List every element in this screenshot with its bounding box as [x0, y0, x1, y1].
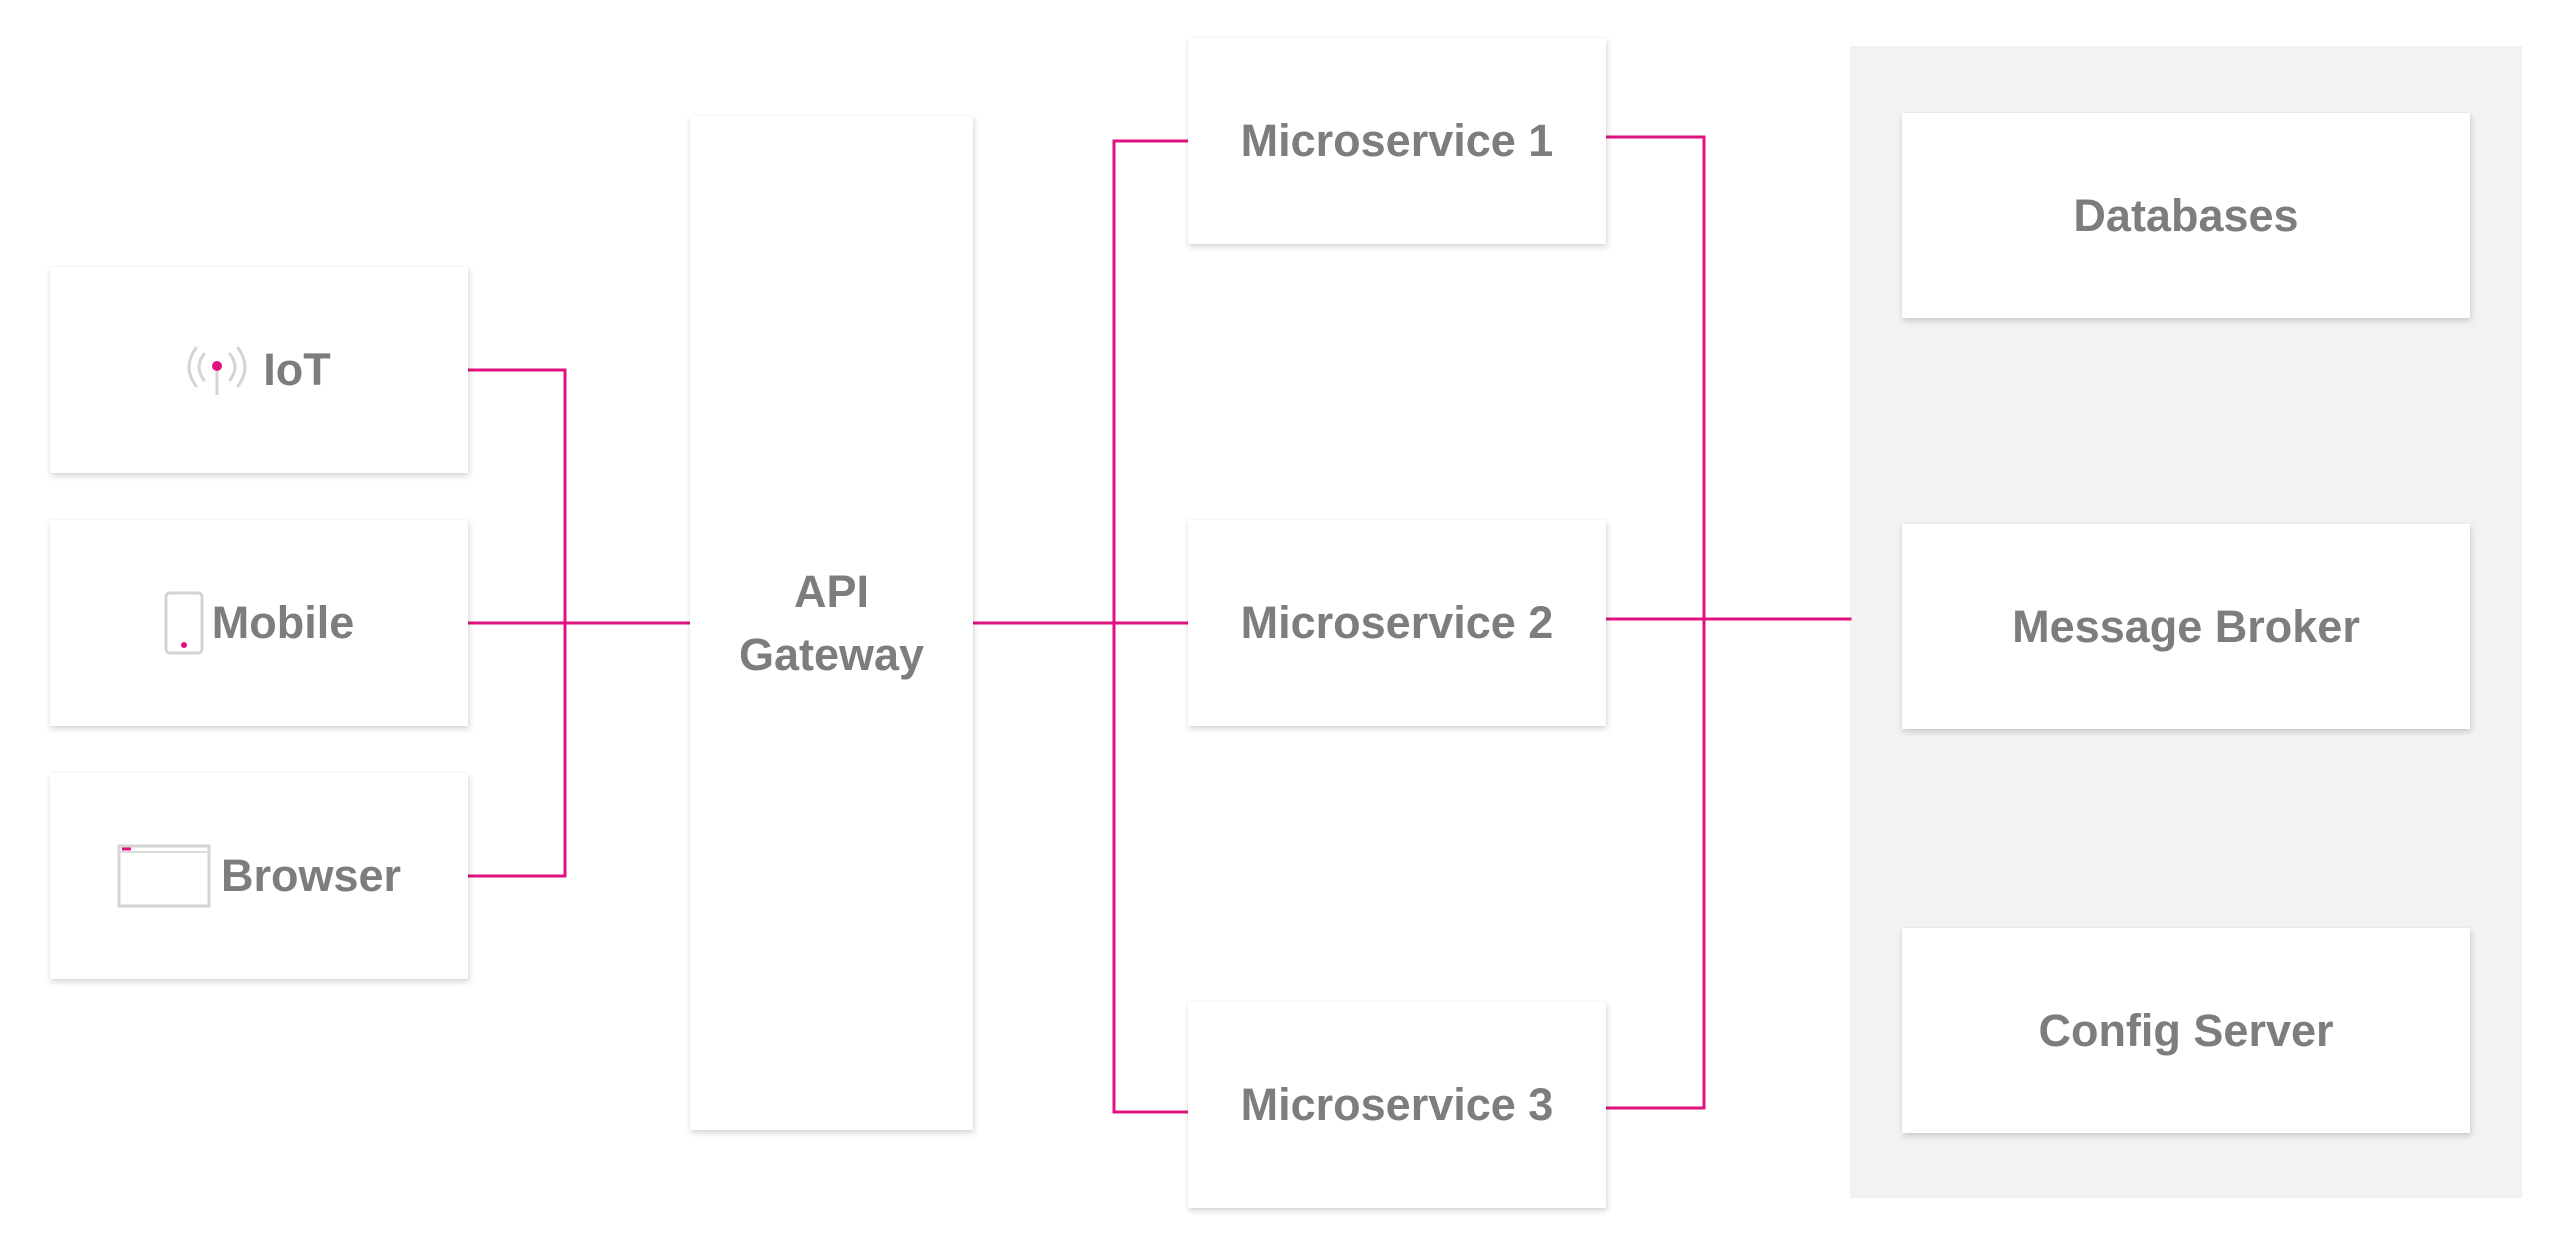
microservice-2: Microservice 2 [1188, 520, 1606, 726]
client-mobile: Mobile [50, 520, 468, 726]
client-browser-label: Browser [220, 850, 402, 901]
client-browser: Browser [50, 773, 468, 979]
microservice-3: Microservice 3 [1188, 1002, 1606, 1208]
api-gateway-label: API Gateway [739, 560, 924, 686]
api-gateway-label-line2: Gateway [738, 629, 925, 680]
microservice-2-label: Microservice 2 [1240, 597, 1554, 648]
client-mobile-label: Mobile [211, 597, 355, 648]
infra-databases: Databases [1902, 113, 2470, 318]
api-gateway: API Gateway [690, 116, 973, 1130]
microservice-3-label: Microservice 3 [1240, 1079, 1554, 1130]
client-iot-label: IoT [263, 344, 331, 395]
microservice-1-label: Microservice 1 [1240, 115, 1554, 166]
iot-antenna-icon [187, 342, 247, 398]
infra-message-broker: Message Broker [1902, 524, 2470, 729]
infra-databases-label: Databases [2073, 189, 2299, 241]
infra-message-broker-label: Message Broker [2012, 600, 2360, 652]
api-gateway-label-line1: API [793, 566, 869, 617]
microservice-1: Microservice 1 [1188, 38, 1606, 244]
mobile-phone-icon [164, 591, 204, 655]
infra-config-server: Config Server [1902, 928, 2470, 1133]
client-iot: IoT [50, 267, 468, 473]
infra-config-server-label: Config Server [2038, 1004, 2334, 1056]
browser-window-icon [117, 844, 211, 908]
